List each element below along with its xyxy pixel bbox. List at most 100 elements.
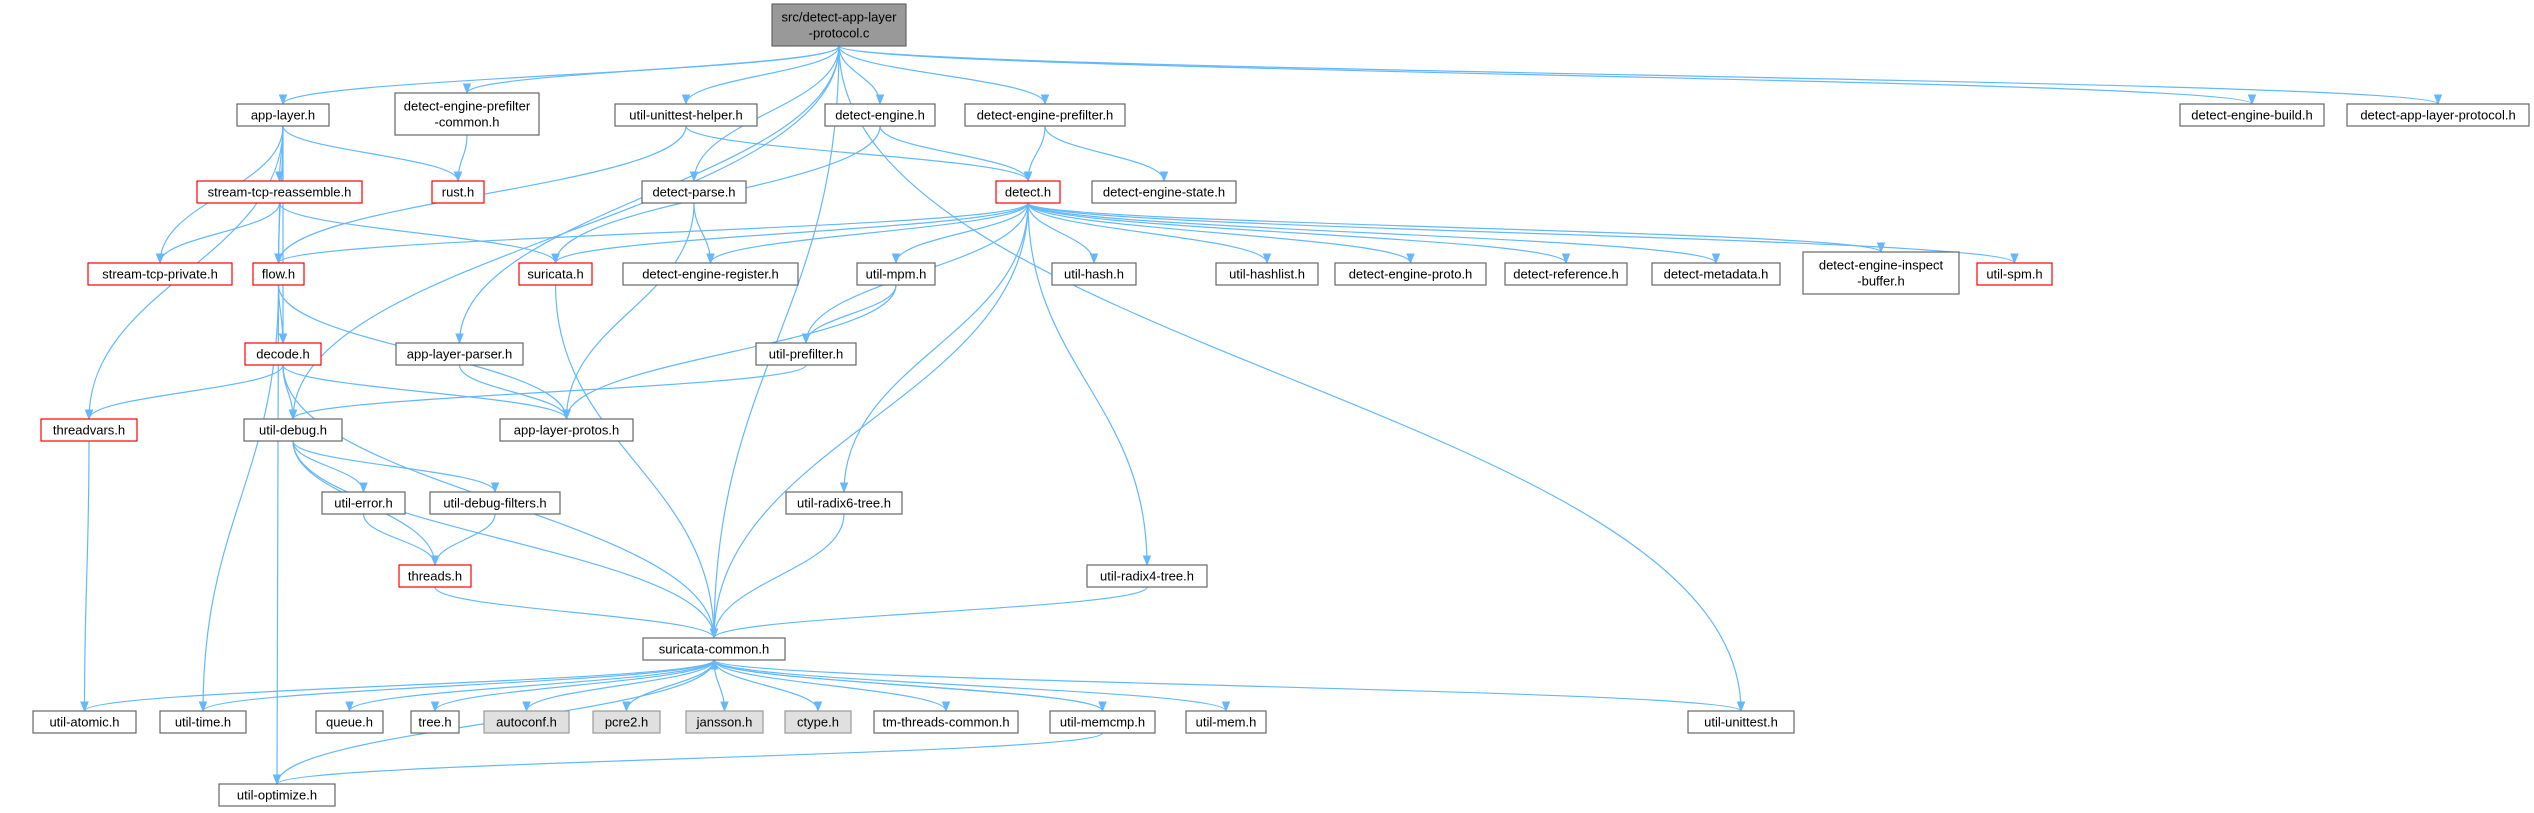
node-box-ur6	[785, 491, 903, 515]
node-udf[interactable]: util-debug-filters.h	[429, 491, 561, 515]
node-box-des	[1091, 180, 1237, 204]
node-udebug[interactable]: util-debug.h	[243, 418, 343, 442]
node-de[interactable]: detect-engine.h	[824, 103, 936, 127]
edge-udebug-to-udf	[292, 440, 500, 494]
edge-sc-to-uut	[713, 659, 1745, 713]
edge-str-to-suricata	[278, 202, 560, 265]
node-threads[interactable]: threads.h	[398, 564, 472, 588]
node-decode[interactable]: decode.h	[244, 342, 322, 366]
edge-ur6-to-sc	[709, 513, 845, 640]
node-uopt[interactable]: util-optimize.h	[218, 783, 336, 807]
node-uerr[interactable]: util-error.h	[321, 491, 406, 515]
node-suricata[interactable]: suricata.h	[518, 262, 593, 286]
node-label-uhl: util-hashlist.h	[1229, 267, 1305, 282]
edge-decode-to-tv	[84, 364, 284, 421]
node-flow[interactable]: flow.h	[252, 262, 305, 286]
node-box-uuh	[614, 103, 758, 127]
node-umpm[interactable]: util-mpm.h	[856, 262, 936, 286]
node-ur6[interactable]: util-radix6-tree.h	[785, 491, 903, 515]
node-uhash[interactable]: util-hash.h	[1051, 262, 1137, 286]
node-pcre2[interactable]: pcre2.h	[592, 710, 661, 734]
node-label-jansson: jansson.h	[696, 715, 753, 730]
node-root[interactable]: src/detect-app-layer-protocol.c	[771, 3, 907, 47]
node-box-suricata	[518, 262, 593, 286]
node-label-tree: tree.h	[418, 715, 451, 730]
node-label-decode: decode.h	[256, 347, 310, 362]
node-queue[interactable]: queue.h	[315, 710, 384, 734]
node-box-uspm	[1976, 262, 2053, 286]
node-tmtc[interactable]: tm-threads-common.h	[873, 710, 1019, 734]
node-uut[interactable]: util-unittest.h	[1687, 710, 1795, 734]
node-box-decode	[244, 342, 322, 366]
node-alparser[interactable]: app-layer-parser.h	[395, 342, 524, 366]
node-label-queue: queue.h	[326, 715, 373, 730]
edge-detect-to-ur4	[1027, 202, 1152, 567]
node-label-dep: detect-engine-prefilter.h	[977, 108, 1114, 123]
node-label-detect: detect.h	[1005, 185, 1051, 200]
node-stp[interactable]: stream-tcp-private.h	[87, 262, 233, 286]
node-box-rust	[431, 180, 485, 204]
node-box-udebug	[243, 418, 343, 442]
edge-str-to-flow	[274, 202, 283, 265]
node-deppc[interactable]: detect-engine-prefilter-common.h	[394, 92, 540, 136]
node-ctype[interactable]: ctype.h	[784, 710, 852, 734]
node-dalp[interactable]: detect-app-layer-protocol.h	[2346, 103, 2530, 127]
node-dparse[interactable]: detect-parse.h	[641, 180, 747, 204]
edge-udf-to-threads	[430, 513, 496, 567]
node-box-queue	[315, 710, 384, 734]
edge-dep-to-des	[1044, 125, 1169, 183]
node-box-dep	[964, 103, 1126, 127]
node-box-ctype	[784, 710, 852, 734]
node-box-jansson	[685, 710, 764, 734]
node-label-de: detect-engine.h	[835, 108, 925, 123]
node-label-dalp: detect-app-layer-protocol.h	[2360, 108, 2515, 123]
node-label-uut: util-unittest.h	[1704, 715, 1778, 730]
node-tree[interactable]: tree.h	[410, 710, 460, 734]
edge-sc-to-umem	[713, 659, 1231, 713]
node-dep[interactable]: detect-engine-prefilter.h	[964, 103, 1126, 127]
edge-root-to-uut	[838, 45, 1746, 713]
node-label-ctype: ctype.h	[797, 715, 839, 730]
node-deib[interactable]: detect-engine-inspect-buffer.h	[1802, 251, 1960, 295]
edge-detect-to-sc	[709, 202, 1029, 640]
node-label-deb: detect-engine-build.h	[2191, 108, 2312, 123]
node-uspm[interactable]: util-spm.h	[1976, 262, 2053, 286]
node-alprotos[interactable]: app-layer-protos.h	[499, 418, 634, 442]
node-deb[interactable]: detect-engine-build.h	[2179, 103, 2325, 127]
node-ur4[interactable]: util-radix4-tree.h	[1086, 564, 1208, 588]
node-rust[interactable]: rust.h	[431, 180, 485, 204]
edge-threads-to-sc	[434, 586, 719, 640]
node-box-pcre2	[592, 710, 661, 734]
node-str[interactable]: stream-tcp-reassemble.h	[196, 180, 363, 204]
node-uuh[interactable]: util-unittest-helper.h	[614, 103, 758, 127]
node-umemcmp[interactable]: util-memcmp.h	[1049, 710, 1156, 734]
edge-umemcmp-to-uopt	[273, 732, 1104, 786]
node-label-dmeta: detect-metadata.h	[1664, 267, 1769, 282]
node-umem[interactable]: util-mem.h	[1185, 710, 1267, 734]
node-jansson[interactable]: jansson.h	[685, 710, 764, 734]
node-label-str: stream-tcp-reassemble.h	[208, 185, 352, 200]
node-box-umpm	[856, 262, 936, 286]
node-tv[interactable]: threadvars.h	[40, 418, 138, 442]
node-label-ur4: util-radix4-tree.h	[1100, 569, 1194, 584]
node-detect[interactable]: detect.h	[995, 180, 1061, 204]
node-sc[interactable]: suricata-common.h	[642, 637, 786, 661]
node-applayer[interactable]: app-layer.h	[236, 103, 330, 127]
node-label-uatomic: util-atomic.h	[49, 715, 119, 730]
node-utime[interactable]: util-time.h	[159, 710, 247, 734]
node-uhl[interactable]: util-hashlist.h	[1215, 262, 1319, 286]
node-uatomic[interactable]: util-atomic.h	[32, 710, 137, 734]
node-dref[interactable]: detect-reference.h	[1504, 262, 1628, 286]
node-des[interactable]: detect-engine-state.h	[1091, 180, 1237, 204]
edge-sc-to-autoconf	[522, 659, 715, 713]
edge-detect-to-flow	[274, 202, 1029, 265]
node-autoconf[interactable]: autoconf.h	[483, 710, 570, 734]
edge-applayer-to-rust	[282, 125, 463, 183]
edge-sc-to-tree	[430, 659, 715, 713]
node-dmeta[interactable]: detect-metadata.h	[1651, 262, 1781, 286]
node-der[interactable]: detect-engine-register.h	[622, 262, 799, 286]
node-upref[interactable]: util-prefilter.h	[755, 342, 857, 366]
node-box-udf	[429, 491, 561, 515]
node-deproto[interactable]: detect-engine-proto.h	[1334, 262, 1487, 286]
node-label-der: detect-engine-register.h	[642, 267, 779, 282]
